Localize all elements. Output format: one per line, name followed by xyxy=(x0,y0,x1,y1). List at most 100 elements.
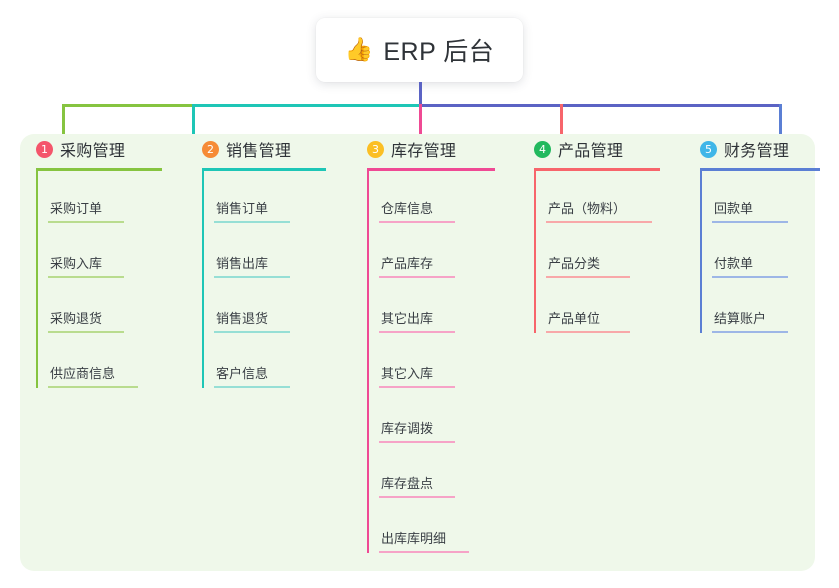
submodule-underline xyxy=(546,331,630,333)
submodule-underline xyxy=(48,386,138,388)
module-spine-connector xyxy=(700,171,702,333)
root-stem-connector xyxy=(419,82,422,105)
submodule-item[interactable]: 供应商信息 xyxy=(20,336,190,391)
submodule-list: 销售订单销售出库销售退货客户信息 xyxy=(186,171,354,391)
submodule-label: 其它出库 xyxy=(381,311,434,326)
submodule-label: 销售订单 xyxy=(216,201,269,216)
bus-segment-green xyxy=(62,104,192,107)
module-header-inventory[interactable]: 3 库存管理 xyxy=(351,134,523,164)
submodule-label: 采购订单 xyxy=(50,201,103,216)
submodule-label: 仓库信息 xyxy=(381,201,434,216)
thumbs-up-icon: 👍 xyxy=(344,36,374,63)
module-index-badge-3: 3 xyxy=(367,140,384,158)
submodule-underline xyxy=(712,276,788,278)
module-header-sales[interactable]: 2 销售管理 xyxy=(186,134,354,164)
submodule-underline xyxy=(379,551,469,553)
submodule-underline xyxy=(379,386,455,388)
submodule-label: 产品分类 xyxy=(548,256,601,271)
submodule-label: 客户信息 xyxy=(216,366,269,381)
submodule-underline xyxy=(48,221,124,223)
submodule-item[interactable]: 结算账户 xyxy=(684,281,820,336)
module-spine-connector xyxy=(202,171,204,388)
module-title-label: 财务管理 xyxy=(724,143,790,160)
submodule-item[interactable]: 库存调拨 xyxy=(351,391,523,446)
module-header-underline xyxy=(700,168,820,171)
submodule-item[interactable]: 出库库明细 xyxy=(351,501,523,556)
submodule-underline xyxy=(546,221,652,223)
submodule-list: 产品（物料） 产品分类产品单位 xyxy=(518,171,688,336)
submodule-label: 库存盘点 xyxy=(381,476,434,491)
submodule-underline xyxy=(214,331,290,333)
submodule-item[interactable]: 销售出库 xyxy=(186,226,354,281)
submodule-item[interactable]: 客户信息 xyxy=(186,336,354,391)
submodule-list: 仓库信息产品库存其它出库其它入库库存调拨库存盘点出库库明细 xyxy=(351,171,523,556)
submodule-label: 回款单 xyxy=(714,201,754,216)
submodule-underline xyxy=(214,276,290,278)
submodule-label: 其它入库 xyxy=(381,366,434,381)
submodule-item[interactable]: 产品（物料） xyxy=(518,171,688,226)
submodule-list: 回款单付款单结算账户 xyxy=(684,171,820,336)
drop-connector-sales xyxy=(192,104,195,139)
submodule-item[interactable]: 回款单 xyxy=(684,171,820,226)
module-header-procurement[interactable]: 1 采购管理 xyxy=(20,134,190,164)
submodule-item[interactable]: 其它出库 xyxy=(351,281,523,336)
submodule-item[interactable]: 付款单 xyxy=(684,226,820,281)
submodule-underline xyxy=(48,331,124,333)
module-title-label: 采购管理 xyxy=(60,143,126,160)
module-title-label: 产品管理 xyxy=(558,143,624,160)
drop-connector-product xyxy=(560,104,563,139)
submodule-underline xyxy=(379,331,455,333)
bus-segment-teal xyxy=(192,104,419,107)
submodule-label: 销售出库 xyxy=(216,256,269,271)
submodule-underline xyxy=(712,331,788,333)
module-index-badge-5: 5 xyxy=(700,140,717,158)
module-header-underline xyxy=(367,168,495,171)
module-spine-connector xyxy=(534,171,536,333)
module-title-label: 销售管理 xyxy=(226,143,292,160)
bus-segment-blue xyxy=(419,104,779,107)
submodule-underline xyxy=(379,276,455,278)
module-column-finance: 5 财务管理回款单付款单结算账户 xyxy=(684,134,820,336)
submodule-label: 采购入库 xyxy=(50,256,103,271)
submodule-label: 出库库明细 xyxy=(381,531,447,546)
submodule-item[interactable]: 采购订单 xyxy=(20,171,190,226)
submodule-label: 产品（物料） xyxy=(548,201,627,216)
module-spine-connector xyxy=(36,171,38,388)
module-column-sales: 2 销售管理销售订单销售出库销售退货客户信息 xyxy=(186,134,354,391)
submodule-item[interactable]: 采购退货 xyxy=(20,281,190,336)
submodule-label: 供应商信息 xyxy=(50,366,116,381)
module-index-badge-1: 1 xyxy=(36,140,53,158)
module-index-badge-2: 2 xyxy=(202,140,219,158)
drop-connector-finance xyxy=(779,104,782,139)
drop-connector-procurement xyxy=(62,104,65,139)
submodule-item[interactable]: 销售订单 xyxy=(186,171,354,226)
modules-panel: 1 采购管理采购订单采购入库采购退货供应商信息 2 销售管理销售订单销售出库销售退货客… xyxy=(20,134,820,571)
submodule-label: 产品库存 xyxy=(381,256,434,271)
module-column-procurement: 1 采购管理采购订单采购入库采购退货供应商信息 xyxy=(20,134,190,391)
submodule-list: 采购订单采购入库采购退货供应商信息 xyxy=(20,171,190,391)
submodule-item[interactable]: 销售退货 xyxy=(186,281,354,336)
submodule-label: 产品单位 xyxy=(548,311,601,326)
submodule-underline xyxy=(214,386,290,388)
submodule-label: 结算账户 xyxy=(714,311,767,326)
module-column-inventory: 3 库存管理仓库信息产品库存其它出库其它入库库存调拨库存盘点出库库明细 xyxy=(351,134,523,556)
submodule-item[interactable]: 产品库存 xyxy=(351,226,523,281)
module-spine-connector xyxy=(367,171,369,553)
submodule-item[interactable]: 仓库信息 xyxy=(351,171,523,226)
submodule-item[interactable]: 产品单位 xyxy=(518,281,688,336)
submodule-item[interactable]: 库存盘点 xyxy=(351,446,523,501)
submodule-underline xyxy=(712,221,788,223)
submodule-label: 库存调拨 xyxy=(381,421,434,436)
submodule-item[interactable]: 其它入库 xyxy=(351,336,523,391)
submodule-underline xyxy=(214,221,290,223)
submodule-item[interactable]: 采购入库 xyxy=(20,226,190,281)
root-title-card[interactable]: 👍 ERP 后台 xyxy=(316,18,523,82)
drop-connector-inventory xyxy=(419,104,422,139)
submodule-item[interactable]: 产品分类 xyxy=(518,226,688,281)
module-header-finance[interactable]: 5 财务管理 xyxy=(684,134,820,164)
root-title-label: ERP 后台 xyxy=(383,38,495,66)
module-title-label: 库存管理 xyxy=(391,143,457,160)
